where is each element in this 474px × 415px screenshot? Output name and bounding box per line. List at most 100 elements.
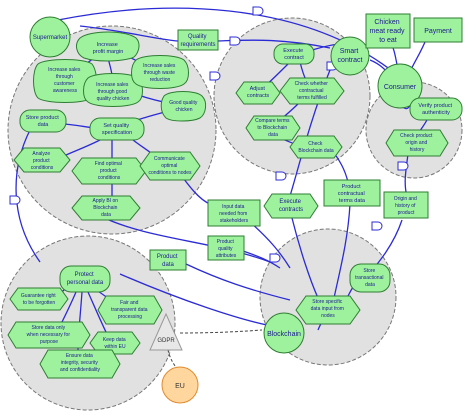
contractual-terms-label: Product contractual terms data xyxy=(338,184,366,204)
actor-smart-contract[interactable] xyxy=(330,36,370,76)
keep-data-eu-label: Keep data within EU xyxy=(103,337,127,350)
product-data-resource[interactable] xyxy=(149,249,187,271)
find-optimal-task[interactable] xyxy=(71,157,147,185)
chicken-meat-resource[interactable] xyxy=(365,13,411,49)
quality-requirements-label: Quality requirements xyxy=(180,34,215,48)
execute-contracts-label: Execute contracts xyxy=(279,199,303,213)
protect-data-goal[interactable] xyxy=(59,265,111,293)
good-quality-softgoal[interactable] xyxy=(160,91,207,122)
compare-terms-task[interactable] xyxy=(245,115,301,141)
ensure-integrity-task[interactable] xyxy=(39,349,121,379)
check-origin-task[interactable] xyxy=(385,129,449,157)
verify-authenticity-goal[interactable] xyxy=(409,97,463,121)
actor-supermarket[interactable] xyxy=(29,16,71,58)
actor-eu[interactable] xyxy=(161,366,199,404)
store-transactional-label: Store transactional data xyxy=(355,268,385,288)
guarantee-forgotten-task[interactable] xyxy=(9,287,69,311)
analyze-conditions-label: Analyze product conditions xyxy=(31,151,54,171)
good-quality-label: Good quality chicken xyxy=(169,100,198,113)
sales-waste-softgoal[interactable] xyxy=(131,55,189,89)
store-necessary-label: Store data only when necessary for purpo… xyxy=(27,325,72,345)
dep-protect-bc xyxy=(119,273,273,327)
dependency-markers xyxy=(9,6,409,263)
ensure-integrity-label: Ensure data integrity, security and conf… xyxy=(60,353,101,373)
store-transactional-goal[interactable] xyxy=(349,263,391,293)
actor-consumer[interactable] xyxy=(377,63,423,109)
smart-contract-label: Smart contract xyxy=(338,48,363,64)
store-necessary-task[interactable] xyxy=(7,321,91,349)
store-product-goal[interactable] xyxy=(19,109,67,133)
dep-marker xyxy=(269,253,281,263)
set-quality-spec-label: Set quality specification xyxy=(102,123,132,136)
input-data-resource[interactable] xyxy=(207,199,261,227)
dep-quality-smart xyxy=(215,39,331,49)
apply-bi-task[interactable] xyxy=(71,195,141,221)
adjust-contracts-label: Adjust contracts xyxy=(247,86,270,99)
dep-marker xyxy=(275,171,287,181)
actor-blockchain[interactable] xyxy=(263,312,305,354)
execute-contract-label: Execute contract xyxy=(283,48,304,61)
dep-marker xyxy=(209,71,221,81)
communicate-conditions-task[interactable] xyxy=(139,151,201,181)
quality-attributes-resource[interactable] xyxy=(207,235,245,261)
apply-bi-label: Apply BI on Blockchain data xyxy=(93,198,120,218)
link-gdpr-blockchain xyxy=(179,329,263,334)
gdpr-label: GDPR xyxy=(157,338,175,344)
quality-requirements-resource[interactable] xyxy=(177,29,219,51)
chicken-meat-label: Chicken meat ready to eat xyxy=(370,19,407,44)
input-data-label: Input data needed from stakeholders xyxy=(219,204,248,224)
dep-marker xyxy=(9,195,21,205)
dep-apply-bc xyxy=(99,215,271,263)
check-blockchain-data-label: Check Blockchain data xyxy=(298,141,334,154)
increase-profit-softgoal[interactable] xyxy=(76,31,140,62)
keep-data-eu-task[interactable] xyxy=(89,331,141,355)
actor-gdpr[interactable] xyxy=(149,312,183,351)
dep-marker xyxy=(252,6,264,16)
blockchain-label: Blockchain xyxy=(267,331,301,338)
execute-contracts-task[interactable] xyxy=(263,193,319,219)
execute-contract-goal[interactable] xyxy=(273,43,315,65)
compare-terms-label: Compare terms to Blockchain data xyxy=(255,118,291,138)
dep-store-gdpr xyxy=(15,129,41,263)
payment-label: Payment xyxy=(424,28,452,35)
check-origin-label: Check product origin and history xyxy=(400,133,434,153)
store-product-label: Store product data xyxy=(26,115,61,128)
store-specific-label: Store specific data input from nodes xyxy=(311,299,346,319)
dep-execute-blockchain xyxy=(291,217,319,299)
increase-profit-label: Increase profit margin xyxy=(93,42,124,55)
guarantee-forgotten-label: Guarantee right to be forgotten xyxy=(21,293,57,306)
verify-authenticity-label: Verify product authenticity xyxy=(418,103,453,116)
analyze-conditions-task[interactable] xyxy=(13,147,71,173)
check-blockchain-data-task[interactable] xyxy=(289,135,343,159)
dep-check-origin xyxy=(404,153,409,193)
sales-awareness-label: Increase sales through customer awarenes… xyxy=(48,67,82,94)
link-protect-keep xyxy=(87,291,107,333)
dep-supermarket-quality xyxy=(79,25,179,42)
sales-quality-label: Increase sales through good quality chic… xyxy=(96,82,130,102)
communicate-conditions-label: Communicate optimal conditions to nodes xyxy=(148,156,192,176)
find-optimal-label: Find optimal product conditions xyxy=(95,161,124,181)
adjust-contracts-task[interactable] xyxy=(235,81,281,105)
supermarket-label: Supermarket xyxy=(33,35,68,41)
consumer-label: Consumer xyxy=(384,84,417,91)
fair-transparent-task[interactable] xyxy=(97,295,163,325)
store-specific-task[interactable] xyxy=(295,295,361,325)
dep-contractual-blockchain xyxy=(333,203,351,299)
check-terms-label: Check whether contractual terms fulfille… xyxy=(295,81,330,101)
dep-productdata-bc xyxy=(185,263,291,301)
dep-marker xyxy=(371,221,383,231)
sales-waste-label: Increase sales through waste reduction xyxy=(143,63,177,83)
protect-data-label: Protect personal data xyxy=(67,272,104,286)
dep-marker xyxy=(229,36,241,46)
set-quality-spec-goal[interactable] xyxy=(89,117,145,141)
product-data-label: Product data xyxy=(157,254,179,268)
origin-history-label: Origin and history of product xyxy=(394,196,418,216)
sales-quality-softgoal[interactable] xyxy=(83,73,143,107)
check-terms-task[interactable] xyxy=(279,77,345,105)
origin-history-resource[interactable] xyxy=(383,191,429,219)
quality-attributes-label: Product quality attributes xyxy=(216,239,237,259)
payment-resource[interactable] xyxy=(413,17,463,43)
eu-label: EU xyxy=(175,383,185,390)
contractual-terms-resource[interactable] xyxy=(323,179,381,207)
dep-marker xyxy=(397,161,409,171)
